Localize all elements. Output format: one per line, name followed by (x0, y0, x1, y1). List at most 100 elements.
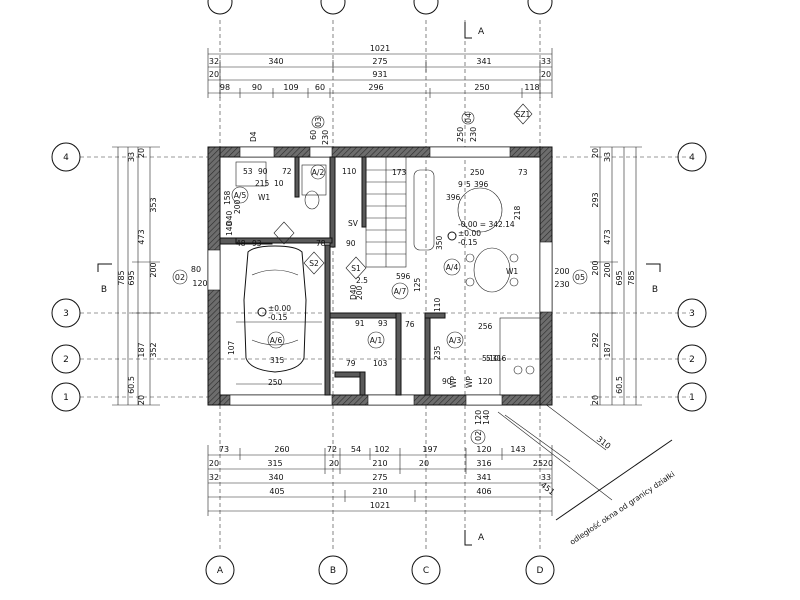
misc-label-2: WP (465, 376, 474, 388)
level-garage-1: ±0.00 (268, 304, 291, 313)
dim-top-4-5: 250 (474, 83, 489, 92)
axis-bubble-b (318, 555, 348, 585)
column-axes: A B C D (205, 0, 555, 585)
misc-label-0: W1 (506, 267, 518, 276)
kitchen-counter (499, 317, 541, 396)
level-living-3: -0.00 = 342.14 (458, 220, 515, 229)
car-icon (243, 245, 307, 373)
int-dim-24: 256 (478, 322, 493, 331)
section-a-bottom-label: A (478, 533, 485, 543)
bathtub-icon (301, 164, 327, 196)
dim-left-0: 785 (117, 270, 126, 285)
int-dim-30: 5 (486, 354, 491, 363)
level-kitchen: 5.10 (482, 354, 499, 363)
dim-top-3-2: 20 (541, 70, 551, 79)
dim-top-4-0: 98 (220, 83, 230, 92)
dim-top-2-4: 33 (541, 57, 551, 66)
int-dim-20: 596 (396, 272, 411, 281)
int-dim-25: 79 (346, 359, 356, 368)
dim-right-11: 200 (603, 262, 612, 277)
misc-labels: W1 W1 WP WP SV 120 90 76 D4 (249, 131, 518, 388)
bottom-opening-and-annotation: 02 120 140 310 451 odległość okna od gra… (470, 399, 676, 547)
room-label-a2: A/2 (312, 168, 325, 177)
int-dim-4: 173 (392, 168, 407, 177)
dim-bot-1-0: 73 (219, 445, 229, 454)
side-opening-labels: 80 02 120 200 05 230 (172, 265, 588, 289)
dim-left-6: 33 (127, 152, 136, 162)
axis-label-2-right: 2 (689, 355, 695, 365)
window-top-3 (429, 146, 511, 158)
int-dim-39: 200 (355, 285, 364, 300)
dim-bot-2-5: 316 (476, 459, 491, 468)
int-dim-29: 315 (270, 356, 285, 365)
dim-bot-2-7: 20 (543, 459, 553, 468)
opening-top-3: 230 (321, 130, 330, 145)
dim-left-9: 200 (149, 262, 158, 277)
axis-bubble-4-left (51, 142, 81, 172)
room-label-a5: A/5 (234, 191, 247, 200)
toilet-icon (304, 190, 320, 210)
int-dim-3: 110 (342, 167, 357, 176)
dim-top-4-3: 60 (315, 83, 325, 92)
interior-elements (235, 156, 541, 396)
dim-right-10: 20 (591, 395, 600, 405)
axis-bubble-c (411, 555, 441, 585)
int-dim-9: 9 (458, 180, 463, 189)
dim-bot-1-5: 197 (422, 445, 437, 454)
dim-top-4-4: 296 (368, 83, 383, 92)
opening-top-4: 250 (456, 127, 465, 142)
dim-top-2-1: 340 (268, 57, 283, 66)
dim-top-3-1: 931 (372, 70, 387, 79)
axis-bubble-top-c (413, 0, 439, 15)
section-b-right-label: B (652, 285, 658, 295)
axis-label-1-left: 1 (63, 393, 69, 403)
wall-int-5 (361, 156, 367, 228)
room-label-s2: S2 (309, 259, 319, 268)
top-opening-labels: 60 03 230 250 04 230 SZ1 (309, 103, 533, 145)
dim-right-0: 785 (627, 270, 636, 285)
dim-left-8: 20 (137, 148, 146, 158)
annotation-dim-451: 451 (539, 480, 557, 497)
int-dim-8: 10 (274, 179, 284, 188)
dim-top-3-0: 20 (209, 70, 219, 79)
axis-label-d: D (537, 566, 544, 576)
wall-int-6 (324, 244, 331, 396)
axis-bubble-d (525, 555, 555, 585)
opening-right-2: 05 (575, 273, 585, 282)
axis-label-4-left: 4 (63, 153, 69, 163)
axis-bubble-1-left (51, 382, 81, 412)
opening-top-5: 04 (464, 113, 473, 123)
dim-right-4: 292 (591, 332, 600, 347)
dim-bot-1-7: 143 (510, 445, 525, 454)
int-dim-14: 140 (225, 221, 234, 236)
axis-bubble-2-right (677, 344, 707, 374)
section-marks: B B A A (97, 20, 661, 546)
opening-top-2: 03 (314, 117, 323, 127)
room-label-s1: S1 (351, 264, 361, 273)
dim-top-4-1: 90 (252, 83, 262, 92)
dim-top-2-3: 341 (476, 57, 491, 66)
int-dim-23: 93 (378, 319, 388, 328)
int-dim-27: 110 (433, 297, 442, 312)
dim-bot-1-4: 102 (374, 445, 389, 454)
int-dim-33: 107 (227, 340, 236, 355)
misc-label-1: W1 (258, 193, 270, 202)
int-dim-2: 72 (282, 167, 292, 176)
int-dim-11: 396 (474, 180, 489, 189)
int-dim-0: 53 (243, 167, 253, 176)
dim-right-6: 33 (603, 152, 612, 162)
annotation-text: odległość okna od granicy działki (568, 470, 676, 547)
entrance-door (367, 394, 415, 406)
dim-top-4-2: 109 (283, 83, 298, 92)
int-dim-22: 91 (355, 319, 365, 328)
annotation-leader (497, 411, 613, 501)
int-dim-16: 93 (252, 239, 262, 248)
coffee-table-icon (457, 187, 503, 233)
misc-label-4: SV (348, 219, 359, 228)
dim-bot-1-6: 120 (476, 445, 491, 454)
axis-bubble-top-a (207, 0, 233, 15)
axis-bubble-1-right (677, 382, 707, 412)
opening-right-1: 200 (554, 267, 569, 276)
